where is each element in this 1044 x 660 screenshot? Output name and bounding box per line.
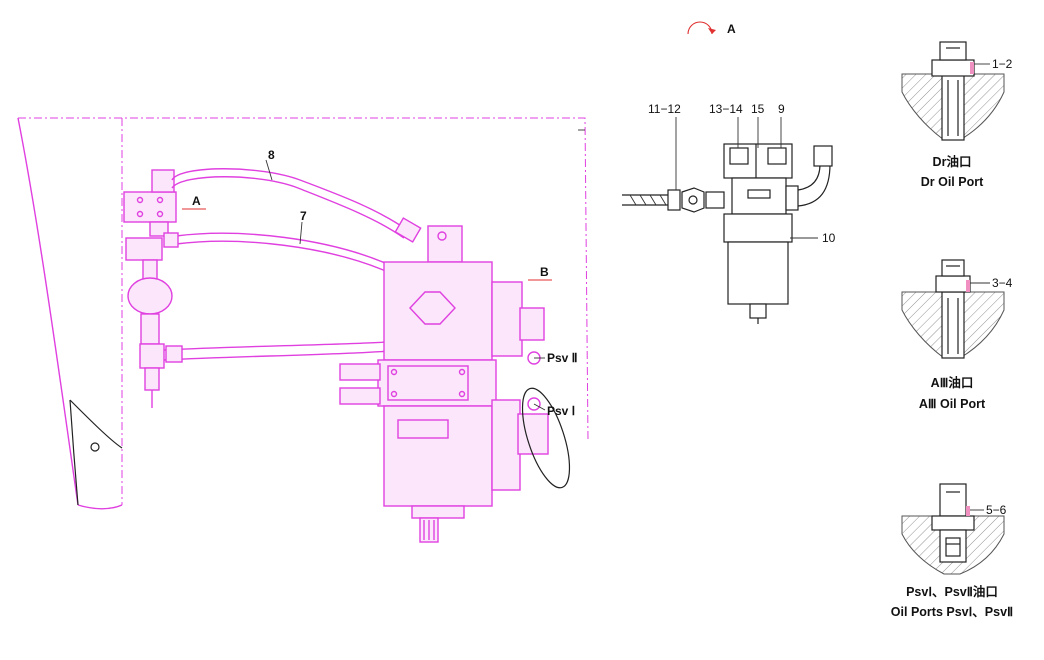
filter-view: A [622,21,836,324]
port-detail-dr: 1−2 Dr油口 Dr Oil Port [901,41,1013,189]
label-item-11-12: 11−12 [648,102,681,116]
caption-aiii-en: AⅢ Oil Port [919,397,986,411]
pump-body [339,225,549,543]
label-item-3-4: 3−4 [992,276,1013,290]
main-view: 8 7 A B Psv Ⅱ Psv Ⅰ [17,117,589,543]
label-view-a: A [192,194,201,208]
hose-7 [163,232,393,273]
label-item-9: 9 [778,102,785,116]
rotate-arrow-icon [687,21,716,35]
label-item-7: 7 [300,209,307,223]
label-item-5-6: 5−6 [986,503,1007,517]
hose-8 [171,168,422,243]
label-psv1: Psv Ⅰ [547,404,575,418]
caption-dr-en: Dr Oil Port [921,175,984,189]
filter-assembly [622,143,833,324]
label-view-b: B [540,265,549,279]
label-item-15: 15 [751,102,765,116]
caption-aiii-cn: AⅢ油口 [931,375,974,390]
caption-dr-cn: Dr油口 [933,154,972,169]
label-view-a-rotated: A [727,22,736,36]
filter-leaders [675,117,818,239]
frame-outline [17,117,589,510]
label-item-13-14: 13−14 [709,102,743,116]
main-leaders [182,159,552,411]
label-item-10: 10 [822,231,836,245]
label-item-8: 8 [268,148,275,162]
caption-psv-en: Oil Ports PsvⅠ、PsvⅡ [891,605,1013,619]
caption-psv-cn: PsvⅠ、PsvⅡ油口 [906,584,998,599]
detail-circle [521,387,571,489]
port-detail-aiii: 3−4 AⅢ油口 AⅢ Oil Port [901,259,1013,411]
port-detail-psv: 5−6 PsvⅠ、PsvⅡ油口 Oil Ports PsvⅠ、PsvⅡ [891,483,1013,619]
left-manifold-valve [123,169,177,408]
label-psv2: Psv Ⅱ [547,351,578,365]
label-item-1-2: 1−2 [992,57,1013,71]
